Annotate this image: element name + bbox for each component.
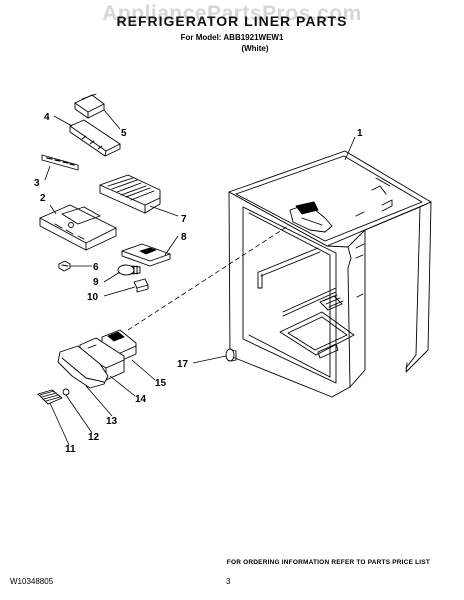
page-number: 3 <box>226 577 231 586</box>
liner-part <box>228 150 432 398</box>
watermark: AppliancePartsPros.com <box>102 2 362 25</box>
bulb-part <box>117 264 141 276</box>
long-bracket-part <box>69 119 121 157</box>
light-cover-part <box>99 174 161 214</box>
front-cover-part <box>57 345 109 389</box>
document-number: W10348805 <box>10 577 54 586</box>
light-housing-part <box>39 204 117 251</box>
callout-5: 5 <box>121 128 127 139</box>
callout-10: 10 <box>87 292 99 303</box>
bracket-part <box>74 93 105 119</box>
callout-3: 3 <box>34 178 40 189</box>
socket-part <box>133 278 149 293</box>
model-line: For Model: ABB1921WEW1 <box>180 33 284 42</box>
callout-2: 2 <box>40 193 46 204</box>
ordering-note: FOR ORDERING INFORMATION REFER TO PARTS … <box>226 559 430 566</box>
label-strip-part <box>41 154 79 171</box>
callout-14: 14 <box>135 394 147 405</box>
callout-13: 13 <box>106 416 118 427</box>
callout-labels: 1 2 3 4 5 6 7 8 9 10 11 12 13 14 15 17 <box>34 112 363 455</box>
callout-9: 9 <box>93 277 99 288</box>
leader-lines <box>44 109 356 446</box>
callout-12: 12 <box>88 432 100 443</box>
small-screw-part <box>62 388 70 396</box>
dial-part <box>37 389 63 405</box>
callout-1: 1 <box>357 128 363 139</box>
screw-part <box>58 260 71 272</box>
callout-7: 7 <box>181 214 187 225</box>
callout-8: 8 <box>181 232 187 243</box>
callout-4: 4 <box>44 112 50 123</box>
callout-17: 17 <box>177 359 189 370</box>
plug-part <box>225 348 237 362</box>
color-line: (White) <box>241 44 269 53</box>
callout-6: 6 <box>93 262 99 273</box>
callout-11: 11 <box>65 444 76 455</box>
callout-15: 15 <box>155 378 167 389</box>
switch-plate-part <box>121 243 171 267</box>
page-title: REFRIGERATOR LINER PARTS <box>116 13 348 29</box>
